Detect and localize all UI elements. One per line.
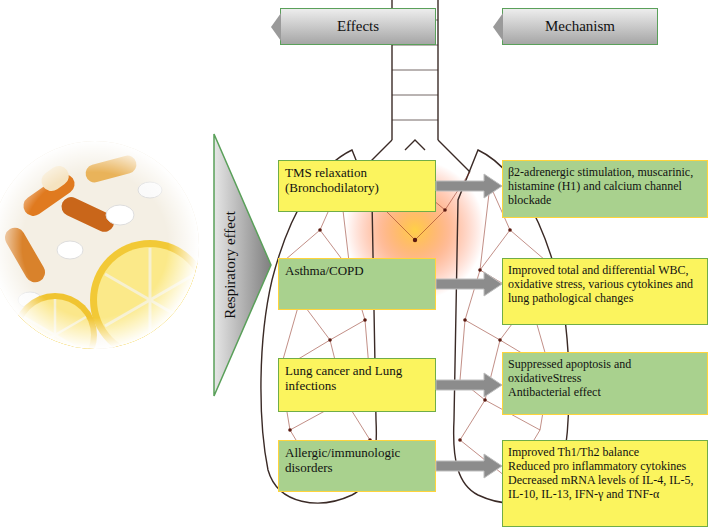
mechanism-box-text: Decreased mRNA levels of IL-4, IL-5, IL-… [508, 473, 702, 501]
block-arrow [436, 373, 502, 397]
effect-box-text: TMS relaxation (Bronchodilatory) [285, 165, 429, 195]
column-header-text: Mechanism [545, 18, 615, 35]
mechanism-box-text: Improved total and differential WBC, oxi… [508, 263, 702, 305]
effect-box: Asthma/COPD [278, 258, 436, 310]
mechanism-box-text: Suppressed apoptosis and oxidativeStress [508, 357, 702, 385]
mechanism-box: Improved total and differential WBC, oxi… [502, 258, 708, 325]
mechanism-box-text: Antibacterial effect [508, 385, 702, 399]
effect-box: Lung cancer and Lung infections [278, 358, 436, 412]
effect-box-text: Lung cancer and Lung infections [285, 363, 429, 393]
effect-box-text: Asthma/COPD [285, 263, 429, 278]
mechanism-box-text: Improved Th1/Th2 balance [508, 445, 702, 459]
arrow-label-text: Respiratory effect [215, 133, 245, 397]
lung-illustration [261, 0, 569, 503]
mechanism-box-text: Reduced pro inflammatory cytokines [508, 459, 702, 473]
block-arrow [436, 174, 502, 198]
mechanism-box: Suppressed apoptosis and oxidativeStress… [502, 352, 708, 415]
column-header: Effects [280, 8, 436, 45]
mechanism-box-text: β2-adrenergic stimulation, muscarinic, h… [508, 165, 702, 207]
column-header: Mechanism [502, 8, 658, 45]
supplement-photo [0, 140, 210, 377]
column-header-text: Effects [337, 18, 379, 35]
arrow-shape [214, 134, 271, 396]
effect-box-text: Allergic/immunologic disorders [285, 445, 429, 475]
block-arrow [436, 454, 502, 478]
arrow-label: Respiratory effect [213, 133, 273, 397]
mechanism-box: β2-adrenergic stimulation, muscarinic, h… [502, 160, 708, 218]
effect-box: Allergic/immunologic disorders [278, 440, 436, 492]
mechanism-box: Improved Th1/Th2 balanceReduced pro infl… [502, 440, 708, 527]
effect-box: TMS relaxation (Bronchodilatory) [278, 160, 436, 212]
block-arrow [436, 272, 502, 296]
